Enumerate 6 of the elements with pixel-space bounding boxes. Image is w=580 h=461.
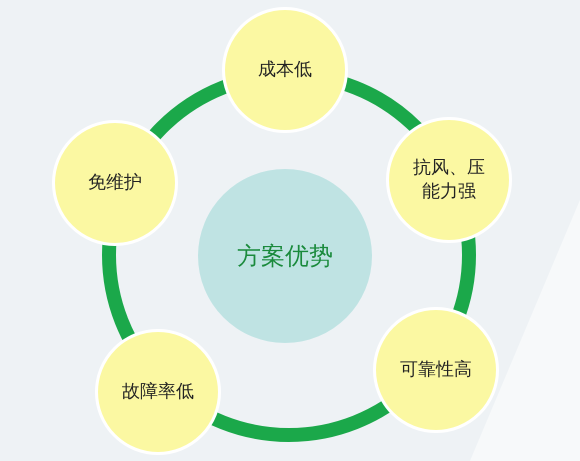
circle-label: 免维护 [88,170,142,195]
circle-label: 可靠性高 [400,358,472,382]
circle-label: 故障率低 [122,380,194,404]
circle-label: 抗风、压能力强 [412,156,486,204]
circle-label: 方案优势 [237,240,333,272]
circle-label: 成本低 [258,58,312,82]
